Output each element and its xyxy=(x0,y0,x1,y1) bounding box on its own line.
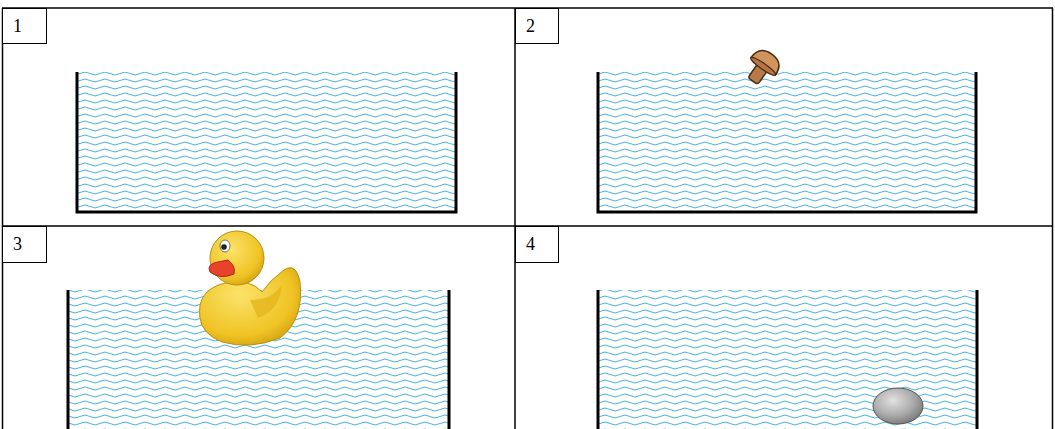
sunken-stone xyxy=(873,388,923,424)
panel-number: 2 xyxy=(526,16,535,37)
panel-number-box: 2 xyxy=(515,8,559,44)
panel-number-box: 1 xyxy=(2,8,47,44)
panel-number-box: 4 xyxy=(515,226,559,263)
panel-number-box: 3 xyxy=(2,226,47,263)
water-tank xyxy=(77,72,456,212)
panel-number: 3 xyxy=(13,234,22,255)
panel-number: 1 xyxy=(13,16,22,37)
rubber-duck xyxy=(200,231,301,345)
panel-grid xyxy=(2,8,1053,429)
water-tank xyxy=(598,290,977,429)
floating-cork xyxy=(741,45,785,89)
water-tank xyxy=(598,72,976,212)
panel-number: 4 xyxy=(526,234,535,255)
